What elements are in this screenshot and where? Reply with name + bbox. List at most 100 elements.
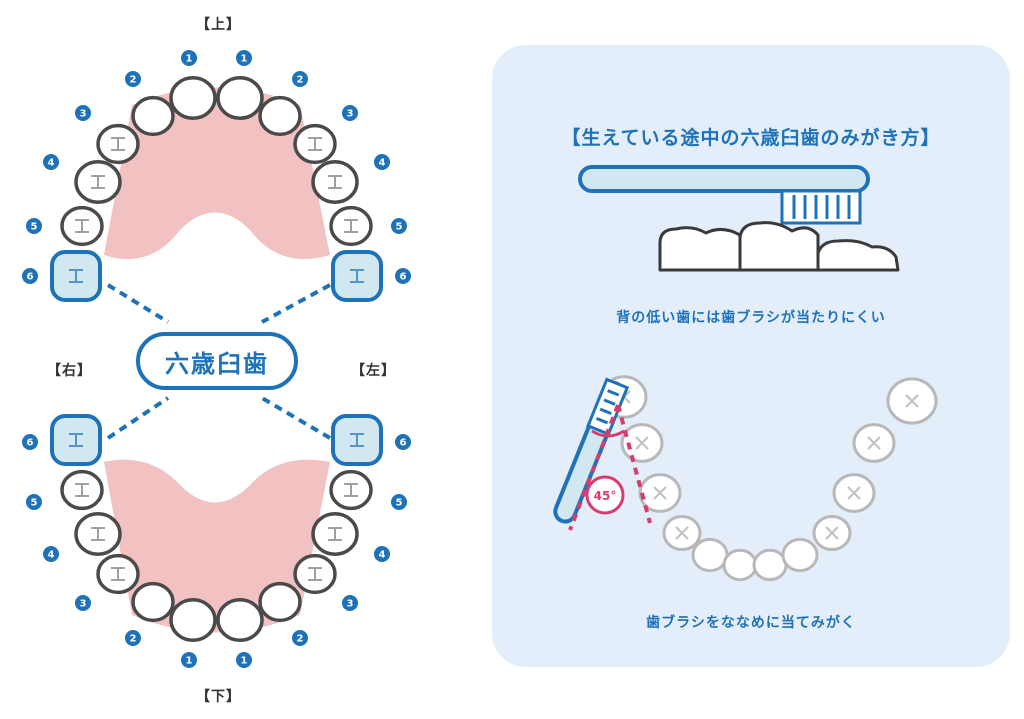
lower-left-tooth-6-six-year-molar	[331, 414, 383, 466]
tooth-icon	[832, 473, 876, 513]
tooth-number: 2	[297, 75, 304, 86]
upper-right-tooth-1	[169, 76, 217, 120]
tooth-icon	[781, 537, 819, 573]
connector-lines	[106, 283, 332, 440]
upper-left-tooth-4-premolar	[311, 160, 359, 204]
tooth-number-badge: 5	[26, 218, 42, 234]
tooth-number-badge: 2	[292, 630, 308, 646]
lower-left-tooth-3	[293, 553, 337, 595]
lower-right-tooth-1	[169, 598, 217, 642]
tooth-number-badge: 5	[391, 218, 407, 234]
tooth-number: 3	[80, 109, 87, 120]
tooth-icon	[886, 377, 938, 425]
tooth-number: 6	[400, 272, 407, 283]
panel-title: 【生えている途中の六歳臼歯のみがき方】	[561, 127, 941, 149]
lower-right-tooth-5-premolar	[60, 469, 104, 511]
tooth-number-badge: 3	[342, 595, 358, 611]
brushing-instruction-panel: 【生えている途中の六歳臼歯のみがき方】	[492, 45, 1010, 667]
lower-left-tooth-5-premolar	[329, 469, 373, 511]
lower-left-tooth-4-premolar	[311, 512, 359, 556]
angle-label: 45°	[594, 489, 617, 503]
lower-right-tooth-2	[131, 581, 175, 623]
tooth-icon	[620, 423, 664, 463]
brushing-illustrations	[578, 165, 900, 272]
upper-left-tooth-6-six-year-molar	[331, 250, 383, 302]
tooth-number: 3	[347, 109, 354, 120]
tooth-icon	[658, 226, 744, 272]
tooth-icon	[752, 548, 788, 582]
lower-right-tooth-6-six-year-molar	[50, 414, 102, 466]
tooth-number-badge: 1	[236, 652, 252, 668]
tooth-number: 3	[80, 599, 87, 610]
tooth-number-badge: 2	[125, 630, 141, 646]
tooth-number-badge: 6	[395, 434, 411, 450]
tooth-number: 3	[347, 599, 354, 610]
tooth-number: 2	[297, 634, 304, 645]
lower-right-tooth-4-premolar	[74, 512, 122, 556]
tooth-number: 4	[379, 550, 386, 561]
lower-right-tooth-3	[96, 553, 140, 595]
tooth-number: 6	[27, 272, 34, 283]
tooth-number-badge: 2	[292, 71, 308, 87]
upper-left-tooth-5-premolar	[329, 205, 373, 247]
tooth-number: 2	[130, 75, 137, 86]
angled-brushing-illustration: 45°	[553, 375, 938, 582]
lower-jaw-label: 【下】	[196, 689, 241, 705]
tooth-number-badge: 4	[374, 154, 390, 170]
upper-left-tooth-2	[258, 95, 302, 137]
upper-left-tooth-3	[293, 123, 337, 165]
right-side-label: 【右】	[47, 363, 92, 379]
upper-left-tooth-1	[216, 76, 264, 120]
tooth-number-badge: 1	[181, 50, 197, 66]
tooth-icon	[722, 548, 758, 582]
tooth-number-badge: 5	[391, 494, 407, 510]
tooth-number-badge: 6	[22, 434, 38, 450]
left-side-label: 【左】	[351, 363, 396, 379]
tooth-number-badge: 1	[236, 50, 252, 66]
tooth-number-badge: 5	[26, 494, 42, 510]
tooth-number: 5	[396, 498, 403, 509]
tooth-number: 1	[241, 54, 248, 65]
tooth-number: 1	[186, 54, 193, 65]
upper-right-tooth-4-premolar	[74, 160, 122, 204]
tooth-icon	[812, 514, 852, 552]
tooth-number-badge: 1	[181, 652, 197, 668]
angle-guides	[568, 404, 652, 531]
tooth-number-badge: 6	[22, 268, 38, 284]
upper-jaw-label: 【上】	[196, 17, 241, 33]
dental-arch-diagram: 1 1 2 2 3 3 4 4 5 5 6 6 1 1 2 2 3 3 4 4 5 5 6 6	[22, 50, 411, 668]
upper-right-tooth-2	[131, 95, 175, 137]
tooth-number: 6	[27, 438, 34, 449]
tooth-icon	[662, 514, 702, 552]
tooth-number-badge: 3	[75, 105, 91, 121]
caption-low-tooth: 背の低い歯には歯ブラシが当たりにくい	[616, 310, 886, 326]
tooth-number: 5	[31, 498, 38, 509]
tooth-number-badge: 3	[342, 105, 358, 121]
tooth-number: 5	[396, 222, 403, 233]
tooth-number: 6	[400, 438, 407, 449]
tooth-number: 2	[130, 634, 137, 645]
upper-right-tooth-3	[96, 123, 140, 165]
tooth-number: 4	[48, 550, 55, 561]
tooth-number-badge: 4	[43, 546, 59, 562]
tooth-number: 1	[186, 656, 193, 667]
toothbrush-icon	[578, 165, 870, 225]
tooth-number-badge: 4	[374, 546, 390, 562]
tooth-icon	[816, 239, 900, 272]
tooth-number: 1	[241, 656, 248, 667]
side-teeth	[658, 221, 900, 272]
tooth-number: 5	[31, 222, 38, 233]
angle-marker-icon: 45°	[585, 475, 625, 515]
upper-right-tooth-6-six-year-molar	[50, 250, 102, 302]
caption-angled-brushing: 歯ブラシをななめに当てみがく	[646, 615, 856, 631]
upper-right-tooth-5-premolar	[60, 205, 104, 247]
lower-left-tooth-1	[216, 598, 264, 642]
tooth-number-badge: 4	[43, 154, 59, 170]
tooth-number-badge: 2	[125, 71, 141, 87]
lower-left-tooth-2	[258, 581, 302, 623]
tooth-icon	[638, 473, 682, 513]
tooth-number-badge: 6	[395, 268, 411, 284]
tooth-number: 4	[48, 158, 55, 169]
six-year-molar-badge: 六歳臼歯	[136, 332, 298, 390]
